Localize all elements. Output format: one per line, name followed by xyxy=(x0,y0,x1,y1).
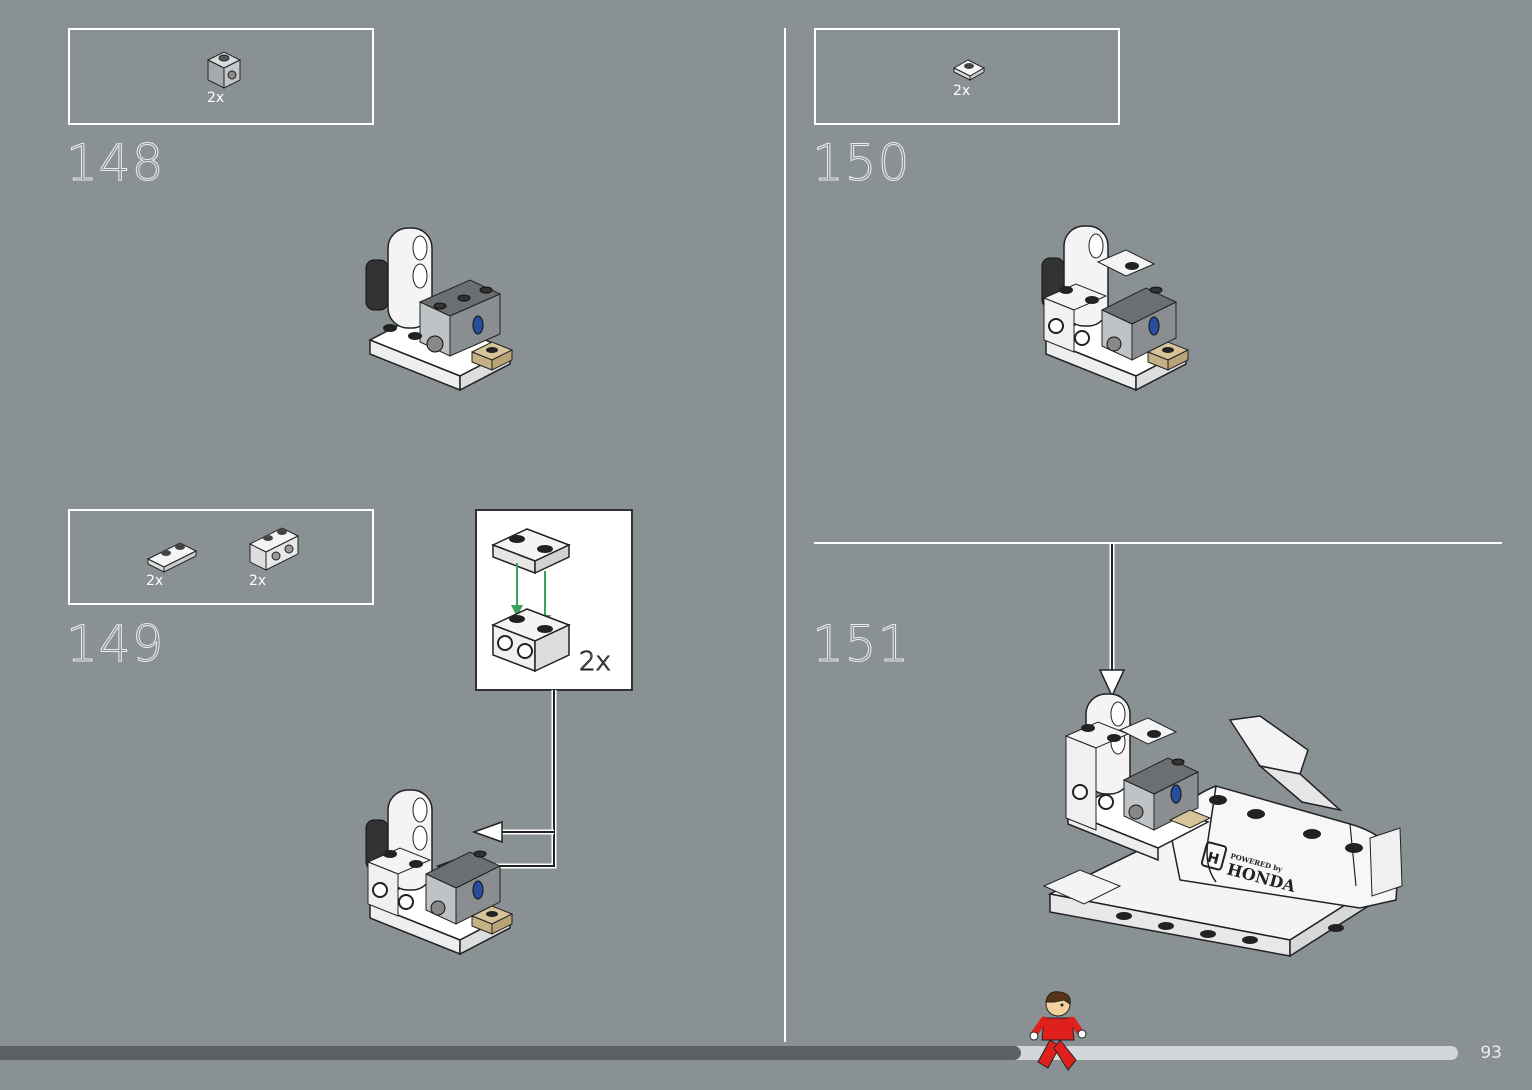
insertion-arrow xyxy=(1098,544,1126,700)
parts-list-box-149: 2x 2x xyxy=(68,509,374,605)
plate-jumper-icon xyxy=(952,56,986,80)
step-number-151: 151 xyxy=(812,615,910,673)
step-divider xyxy=(814,542,1502,544)
plate-1x2-icon xyxy=(146,539,198,573)
step-number-148: 148 xyxy=(66,134,164,192)
parts-list-box-150: 2x xyxy=(814,28,1120,125)
page-number: 93 xyxy=(1480,1043,1502,1063)
sub-assembly-diagram xyxy=(489,525,579,675)
step-number-149: 149 xyxy=(66,615,164,673)
model-assembly-151: H POWERED by HONDA xyxy=(1040,690,1410,980)
part-qty: 2x xyxy=(953,83,970,99)
minifigure-runner-icon xyxy=(1030,990,1086,1074)
model-assembly-148 xyxy=(360,222,520,392)
bracket-brick-icon xyxy=(206,50,242,90)
part-qty: 2x xyxy=(146,573,163,589)
brick-1x2-studs-side-icon xyxy=(248,526,300,572)
step-number-150: 150 xyxy=(812,134,910,192)
callout-qty: 2x xyxy=(579,647,611,677)
page-divider xyxy=(784,28,786,1042)
sub-assembly-callout: 2x xyxy=(475,509,633,691)
parts-list-box-148: 2x xyxy=(68,28,374,125)
part-qty: 2x xyxy=(207,90,224,106)
model-assembly-149 xyxy=(360,786,520,956)
model-assembly-150 xyxy=(1036,222,1196,392)
part-qty: 2x xyxy=(249,573,266,589)
progress-fill xyxy=(0,1046,1021,1060)
